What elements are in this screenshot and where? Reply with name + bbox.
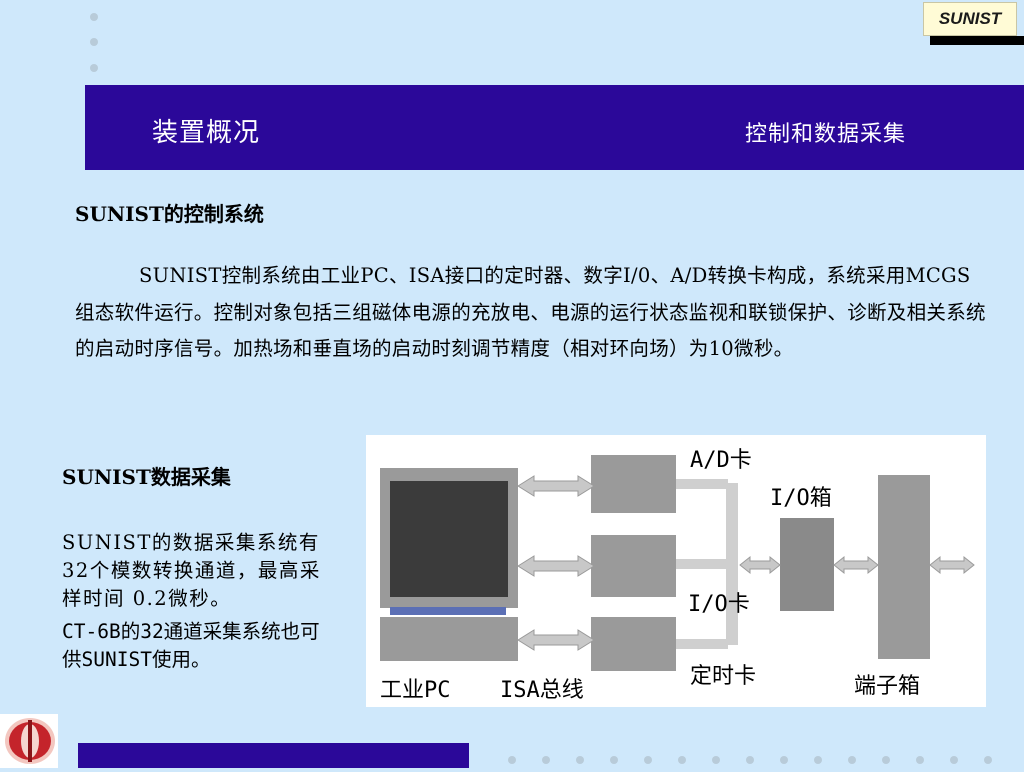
label-industrial-pc: 工业PC bbox=[380, 678, 451, 703]
header-right-title: 控制和数据采集 bbox=[745, 122, 907, 147]
label-io-card: I/O卡 bbox=[688, 592, 750, 617]
system-diagram-svg: A/D卡 I/O箱 I/O卡 定时卡 工业PC ISA总线 端子箱 bbox=[380, 448, 975, 703]
label-ad-card: A/D卡 bbox=[690, 448, 752, 473]
arrow-icon bbox=[833, 555, 879, 575]
label-timer-card: 定时卡 bbox=[690, 664, 756, 689]
decor-dot bbox=[678, 756, 686, 764]
decor-dot bbox=[814, 756, 822, 764]
pc-base bbox=[380, 617, 518, 661]
header-bar bbox=[85, 85, 1024, 170]
section2-title: SUNIST数据采集 bbox=[62, 465, 231, 489]
arrow-icon bbox=[517, 629, 595, 651]
decor-dot bbox=[90, 38, 98, 46]
decor-dot bbox=[542, 756, 550, 764]
decor-dot bbox=[780, 756, 788, 764]
decor-dot bbox=[984, 756, 992, 764]
logo-icon bbox=[0, 714, 58, 768]
decor-dot bbox=[610, 756, 618, 764]
section2-paragraph-2: CT-6B的32通道采集系统也可供SUNIST使用。 bbox=[62, 620, 320, 671]
arrow-icon bbox=[739, 555, 781, 575]
label-isa-bus: ISA总线 bbox=[500, 678, 584, 703]
brand-underline bbox=[930, 36, 1024, 45]
decor-dot bbox=[746, 756, 754, 764]
brand-badge: SUNIST bbox=[923, 2, 1017, 36]
system-diagram: A/D卡 I/O箱 I/O卡 定时卡 工业PC ISA总线 端子箱 bbox=[366, 435, 986, 707]
label-terminal-box: 端子箱 bbox=[854, 674, 920, 699]
brand-label: SUNIST bbox=[938, 9, 1002, 28]
section2-paragraph: SUNIST的数据采集系统有32个模数转换通道，最高采样时间 0.2微秒。 bbox=[62, 531, 321, 610]
decor-dot bbox=[644, 756, 652, 764]
decor-dot bbox=[576, 756, 584, 764]
timer-card-block bbox=[591, 617, 676, 671]
section1-paragraph: SUNIST控制系统由工业PC、ISA接口的定时器、数字I/0、A/D转换卡构成… bbox=[75, 264, 986, 360]
decor-dot bbox=[90, 13, 98, 21]
footer-bar bbox=[78, 743, 469, 768]
decor-dot bbox=[848, 756, 856, 764]
monitor-icon bbox=[380, 468, 518, 615]
io-box-block bbox=[780, 518, 834, 611]
arrow-icon bbox=[517, 475, 595, 497]
arrow-icon bbox=[929, 555, 975, 575]
ad-card-block bbox=[591, 455, 676, 513]
decor-dot bbox=[882, 756, 890, 764]
decor-dot bbox=[90, 64, 98, 72]
decor-dot bbox=[712, 756, 720, 764]
arrow-icon bbox=[517, 555, 595, 577]
terminal-box-block bbox=[878, 475, 930, 659]
section1-title: SUNIST的控制系统 bbox=[75, 202, 264, 226]
decor-dot bbox=[508, 756, 516, 764]
io-card-block bbox=[591, 535, 676, 597]
header-left-title: 装置概况 bbox=[152, 118, 261, 148]
decor-dot bbox=[916, 756, 924, 764]
label-io-box: I/O箱 bbox=[770, 486, 832, 511]
decor-dot bbox=[950, 756, 958, 764]
bus-line bbox=[726, 483, 738, 645]
